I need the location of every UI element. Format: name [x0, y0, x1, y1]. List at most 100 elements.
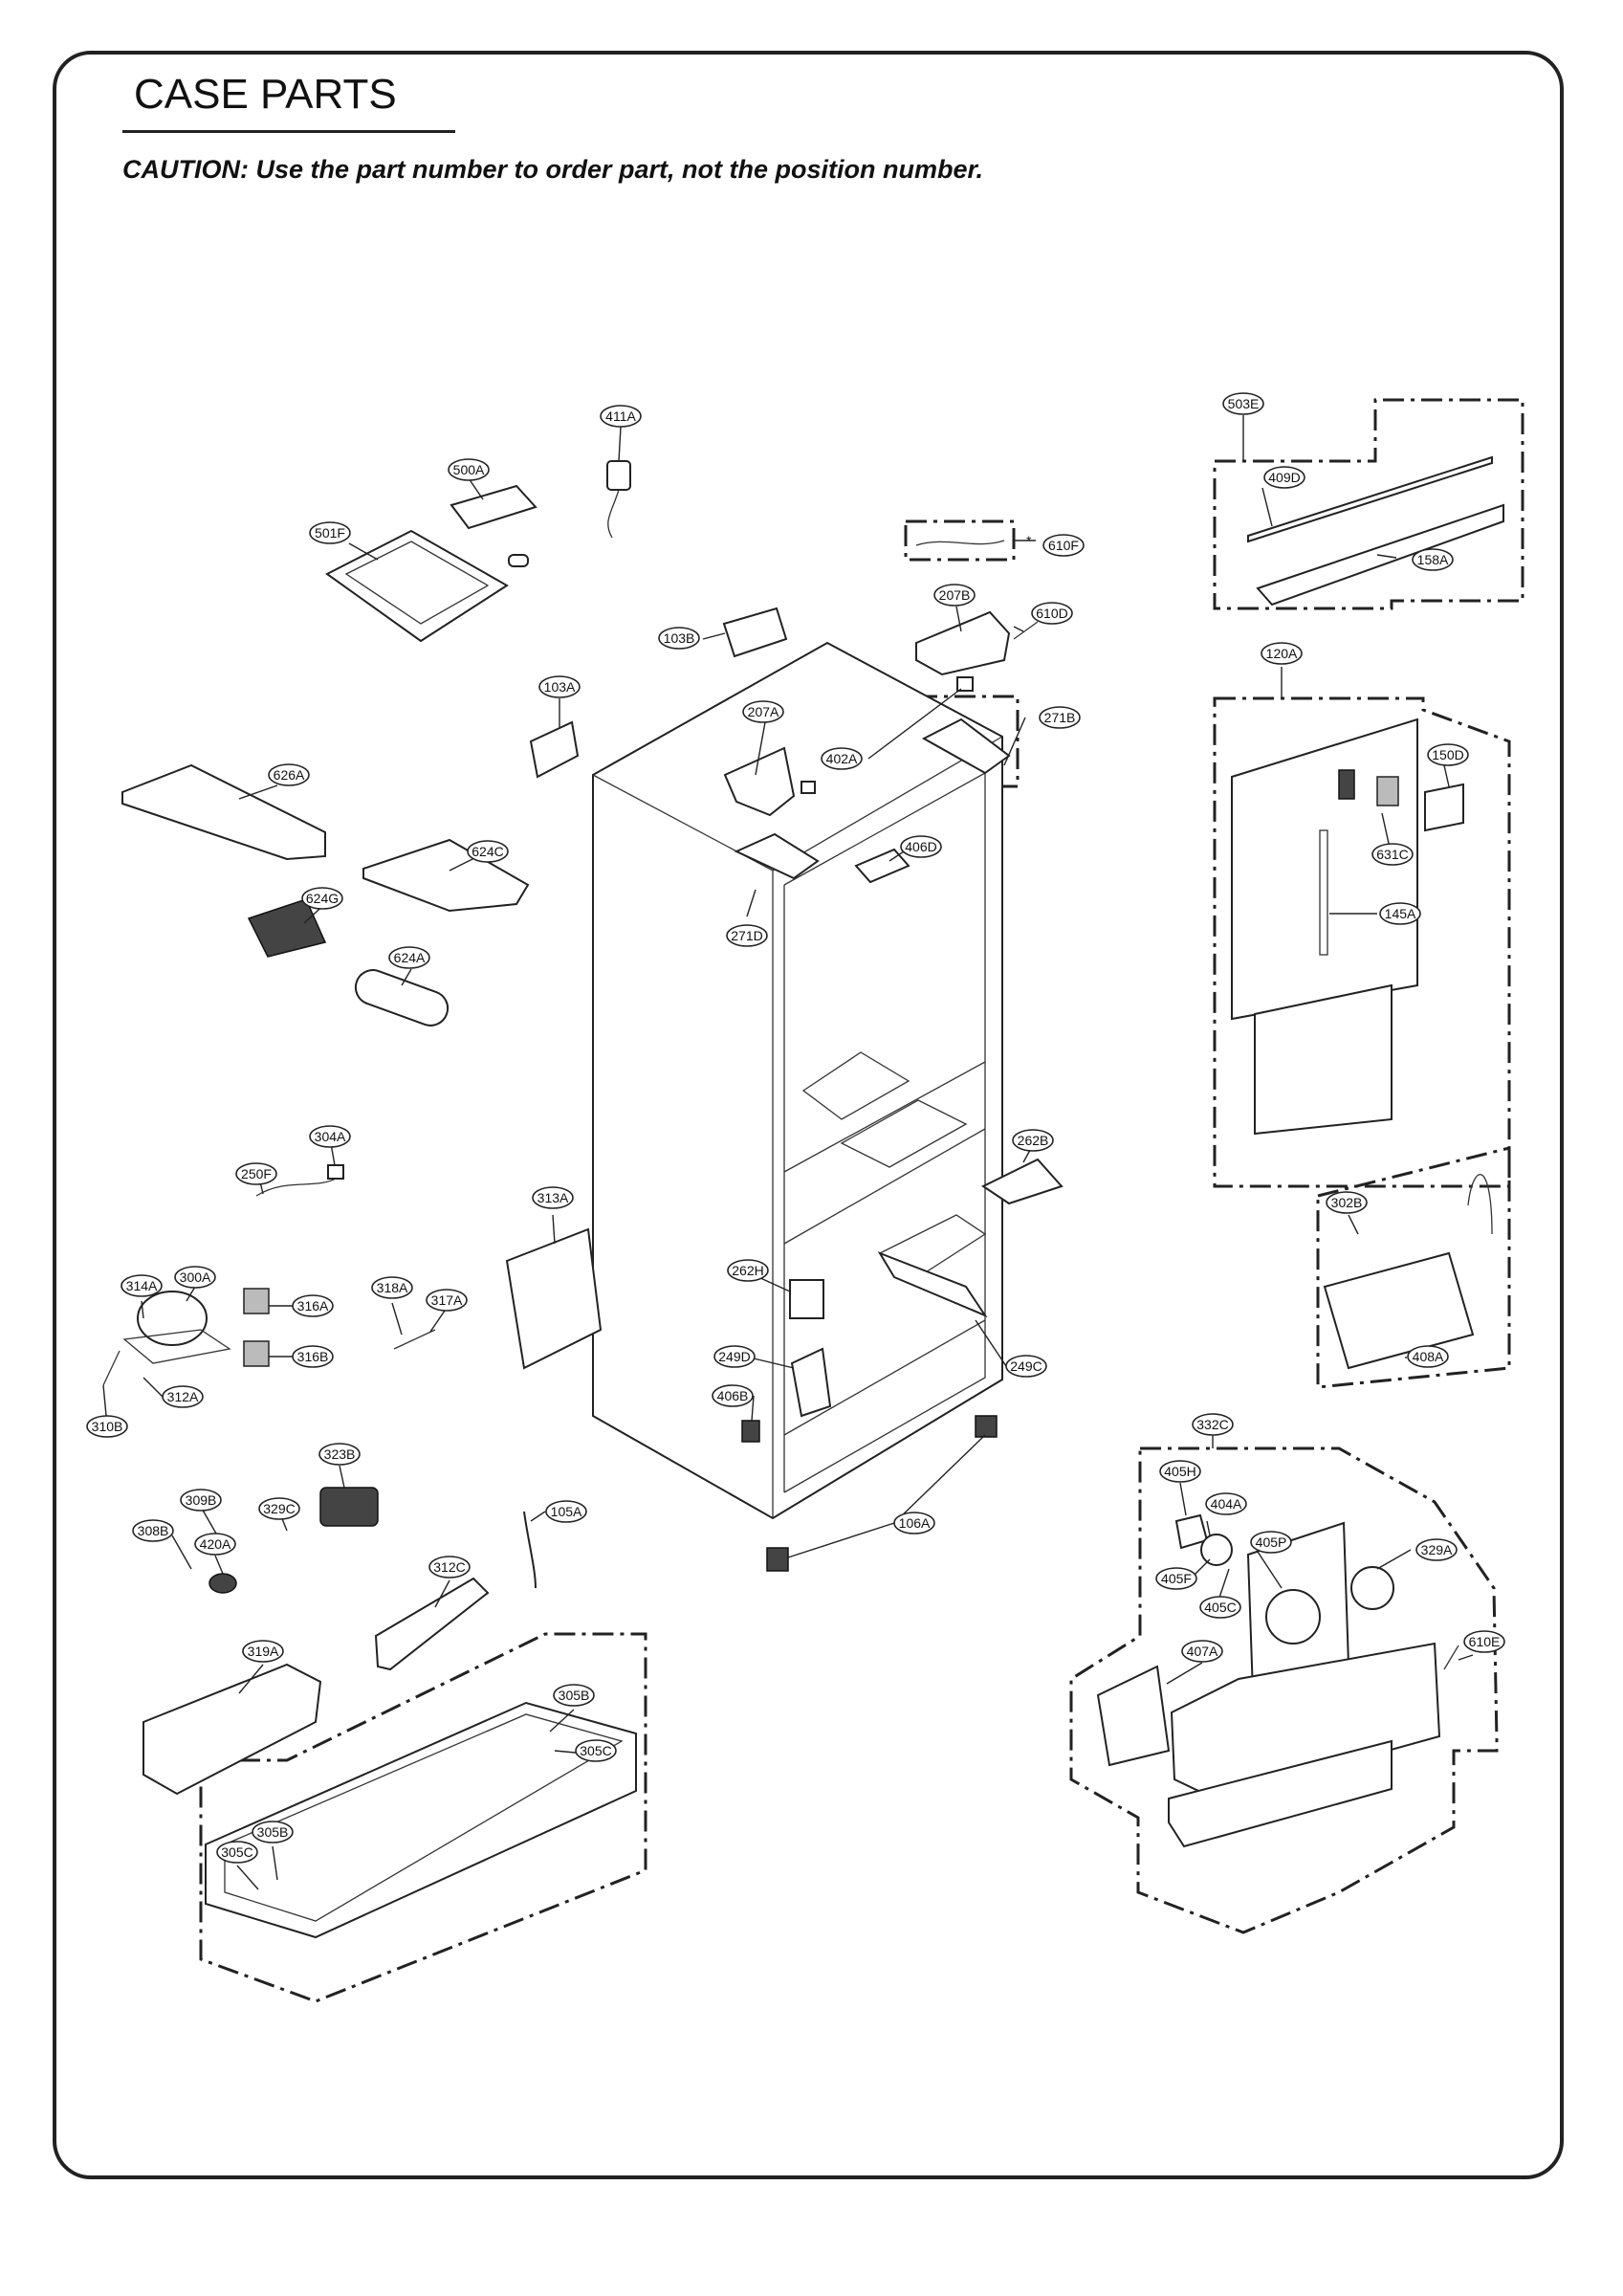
callout-631C: 631C	[1371, 843, 1414, 866]
callout-405F: 405F	[1155, 1567, 1197, 1590]
callout-text: 411A	[605, 408, 636, 424]
callout-409D: 409D	[1263, 466, 1305, 489]
callout-text: 249D	[718, 1349, 750, 1364]
callout-text: 300A	[180, 1269, 211, 1285]
callout-249C: 249C	[1005, 1355, 1047, 1378]
callout-text: 631C	[1376, 847, 1408, 862]
callout-text: 329C	[263, 1501, 295, 1516]
page-title: CASE PARTS	[134, 71, 397, 118]
callout-text: 332C	[1196, 1417, 1228, 1432]
callout-406B: 406B	[712, 1384, 754, 1407]
group-base-boundary	[199, 1632, 647, 2003]
callout-text: 207B	[939, 587, 971, 603]
callout-text: 405C	[1204, 1600, 1236, 1615]
callout-120A: 120A	[1261, 642, 1303, 665]
callout-text: 317A	[431, 1292, 463, 1308]
callout-text: 407A	[1187, 1644, 1218, 1659]
callout-318A: 318A	[371, 1276, 413, 1299]
callout-text: 305B	[559, 1688, 590, 1703]
callout-text: 319A	[248, 1644, 279, 1659]
callout-text: 207A	[748, 704, 779, 719]
callout-text: 318A	[377, 1280, 408, 1295]
callout-624A: 624A	[388, 946, 430, 969]
callout-501F: 501F	[309, 521, 351, 544]
callout-402A: 402A	[821, 747, 863, 770]
callout-text: 312A	[167, 1389, 199, 1404]
callout-317A: 317A	[426, 1289, 468, 1312]
callout-text: 271D	[731, 928, 762, 943]
callout-610E: 610E	[1463, 1630, 1505, 1653]
callout-302B: 302B	[1326, 1191, 1368, 1214]
callout-314A: 314A	[121, 1274, 163, 1297]
callout-text: 308B	[138, 1523, 169, 1538]
group-610f-boundary	[904, 519, 1016, 562]
callout-text: 313A	[537, 1190, 569, 1205]
callout-text: 271B	[1044, 710, 1076, 725]
group-302b-boundary	[1316, 1146, 1511, 1389]
callout-text: 503E	[1228, 396, 1260, 411]
callout-text: 405H	[1164, 1464, 1195, 1479]
callout-text: 316A	[297, 1298, 329, 1314]
callout-text: 305C	[580, 1743, 611, 1758]
callout-text: 312C	[433, 1559, 465, 1575]
callout-271B: 271B	[1039, 706, 1081, 729]
callout-329A: 329A	[1415, 1538, 1458, 1561]
callout-305B-lower: 305B	[252, 1821, 294, 1843]
title-underline	[122, 130, 455, 133]
callout-305B: 305B	[553, 1684, 595, 1707]
callout-text: 249C	[1010, 1358, 1042, 1374]
callout-text: 150D	[1432, 747, 1463, 762]
callout-text: 405F	[1161, 1571, 1192, 1586]
callout-text: 250F	[241, 1166, 272, 1181]
callout-624G: 624G	[301, 887, 343, 910]
callout-308B: 308B	[132, 1519, 174, 1542]
callout-207B: 207B	[933, 584, 976, 607]
group-503e-boundary	[1213, 398, 1524, 610]
callout-500A: 500A	[448, 458, 490, 481]
callout-207A: 207A	[742, 700, 784, 723]
callout-312C: 312C	[428, 1556, 471, 1578]
callout-404A: 404A	[1205, 1492, 1247, 1515]
callout-text: 120A	[1266, 646, 1298, 661]
callout-text: 316B	[297, 1349, 329, 1364]
callout-626A: 626A	[268, 763, 310, 786]
callout-text: 309B	[186, 1492, 217, 1508]
callout-105A: 105A	[545, 1500, 587, 1523]
callout-300A: 300A	[174, 1266, 216, 1289]
callout-262B: 262B	[1012, 1129, 1054, 1152]
callout-text: 145A	[1385, 906, 1416, 921]
callout-text: 406D	[905, 839, 936, 854]
callout-text: 624C	[472, 844, 503, 859]
callout-405H: 405H	[1159, 1460, 1201, 1483]
drawn-parts	[102, 455, 1504, 1939]
callout-312A: 312A	[162, 1385, 204, 1408]
callout-text: 305C	[221, 1844, 252, 1860]
callout-text: 314A	[126, 1278, 158, 1293]
callout-407A: 407A	[1181, 1640, 1223, 1663]
callout-271D: 271D	[726, 924, 768, 947]
callout-316B: 316B	[292, 1345, 334, 1368]
callout-103A: 103A	[538, 675, 581, 698]
leader-lines	[102, 415, 1474, 1890]
callout-text: 103B	[664, 630, 695, 646]
callout-408A: 408A	[1407, 1345, 1449, 1368]
callout-150D: 150D	[1427, 743, 1469, 766]
callout-319A: 319A	[242, 1640, 284, 1663]
callout-323B: 323B	[318, 1443, 361, 1466]
group-120a-boundary	[1213, 696, 1511, 1188]
callout-text: 304A	[315, 1129, 346, 1144]
callout-310B: 310B	[86, 1415, 128, 1438]
callout-405C: 405C	[1199, 1596, 1241, 1619]
group-332c-boundary	[1069, 1446, 1499, 1934]
callout-503E: 503E	[1222, 392, 1264, 415]
callout-text: 402A	[826, 751, 858, 766]
callout-610D: 610D	[1031, 602, 1073, 625]
callout-332C: 332C	[1192, 1413, 1234, 1436]
callout-text: 404A	[1211, 1496, 1242, 1512]
callout-text: 305B	[257, 1824, 289, 1840]
callout-624C: 624C	[467, 840, 509, 863]
callout-text: 409D	[1268, 470, 1300, 485]
callout-250F: 250F	[235, 1162, 277, 1185]
callout-103B: 103B	[658, 627, 700, 650]
